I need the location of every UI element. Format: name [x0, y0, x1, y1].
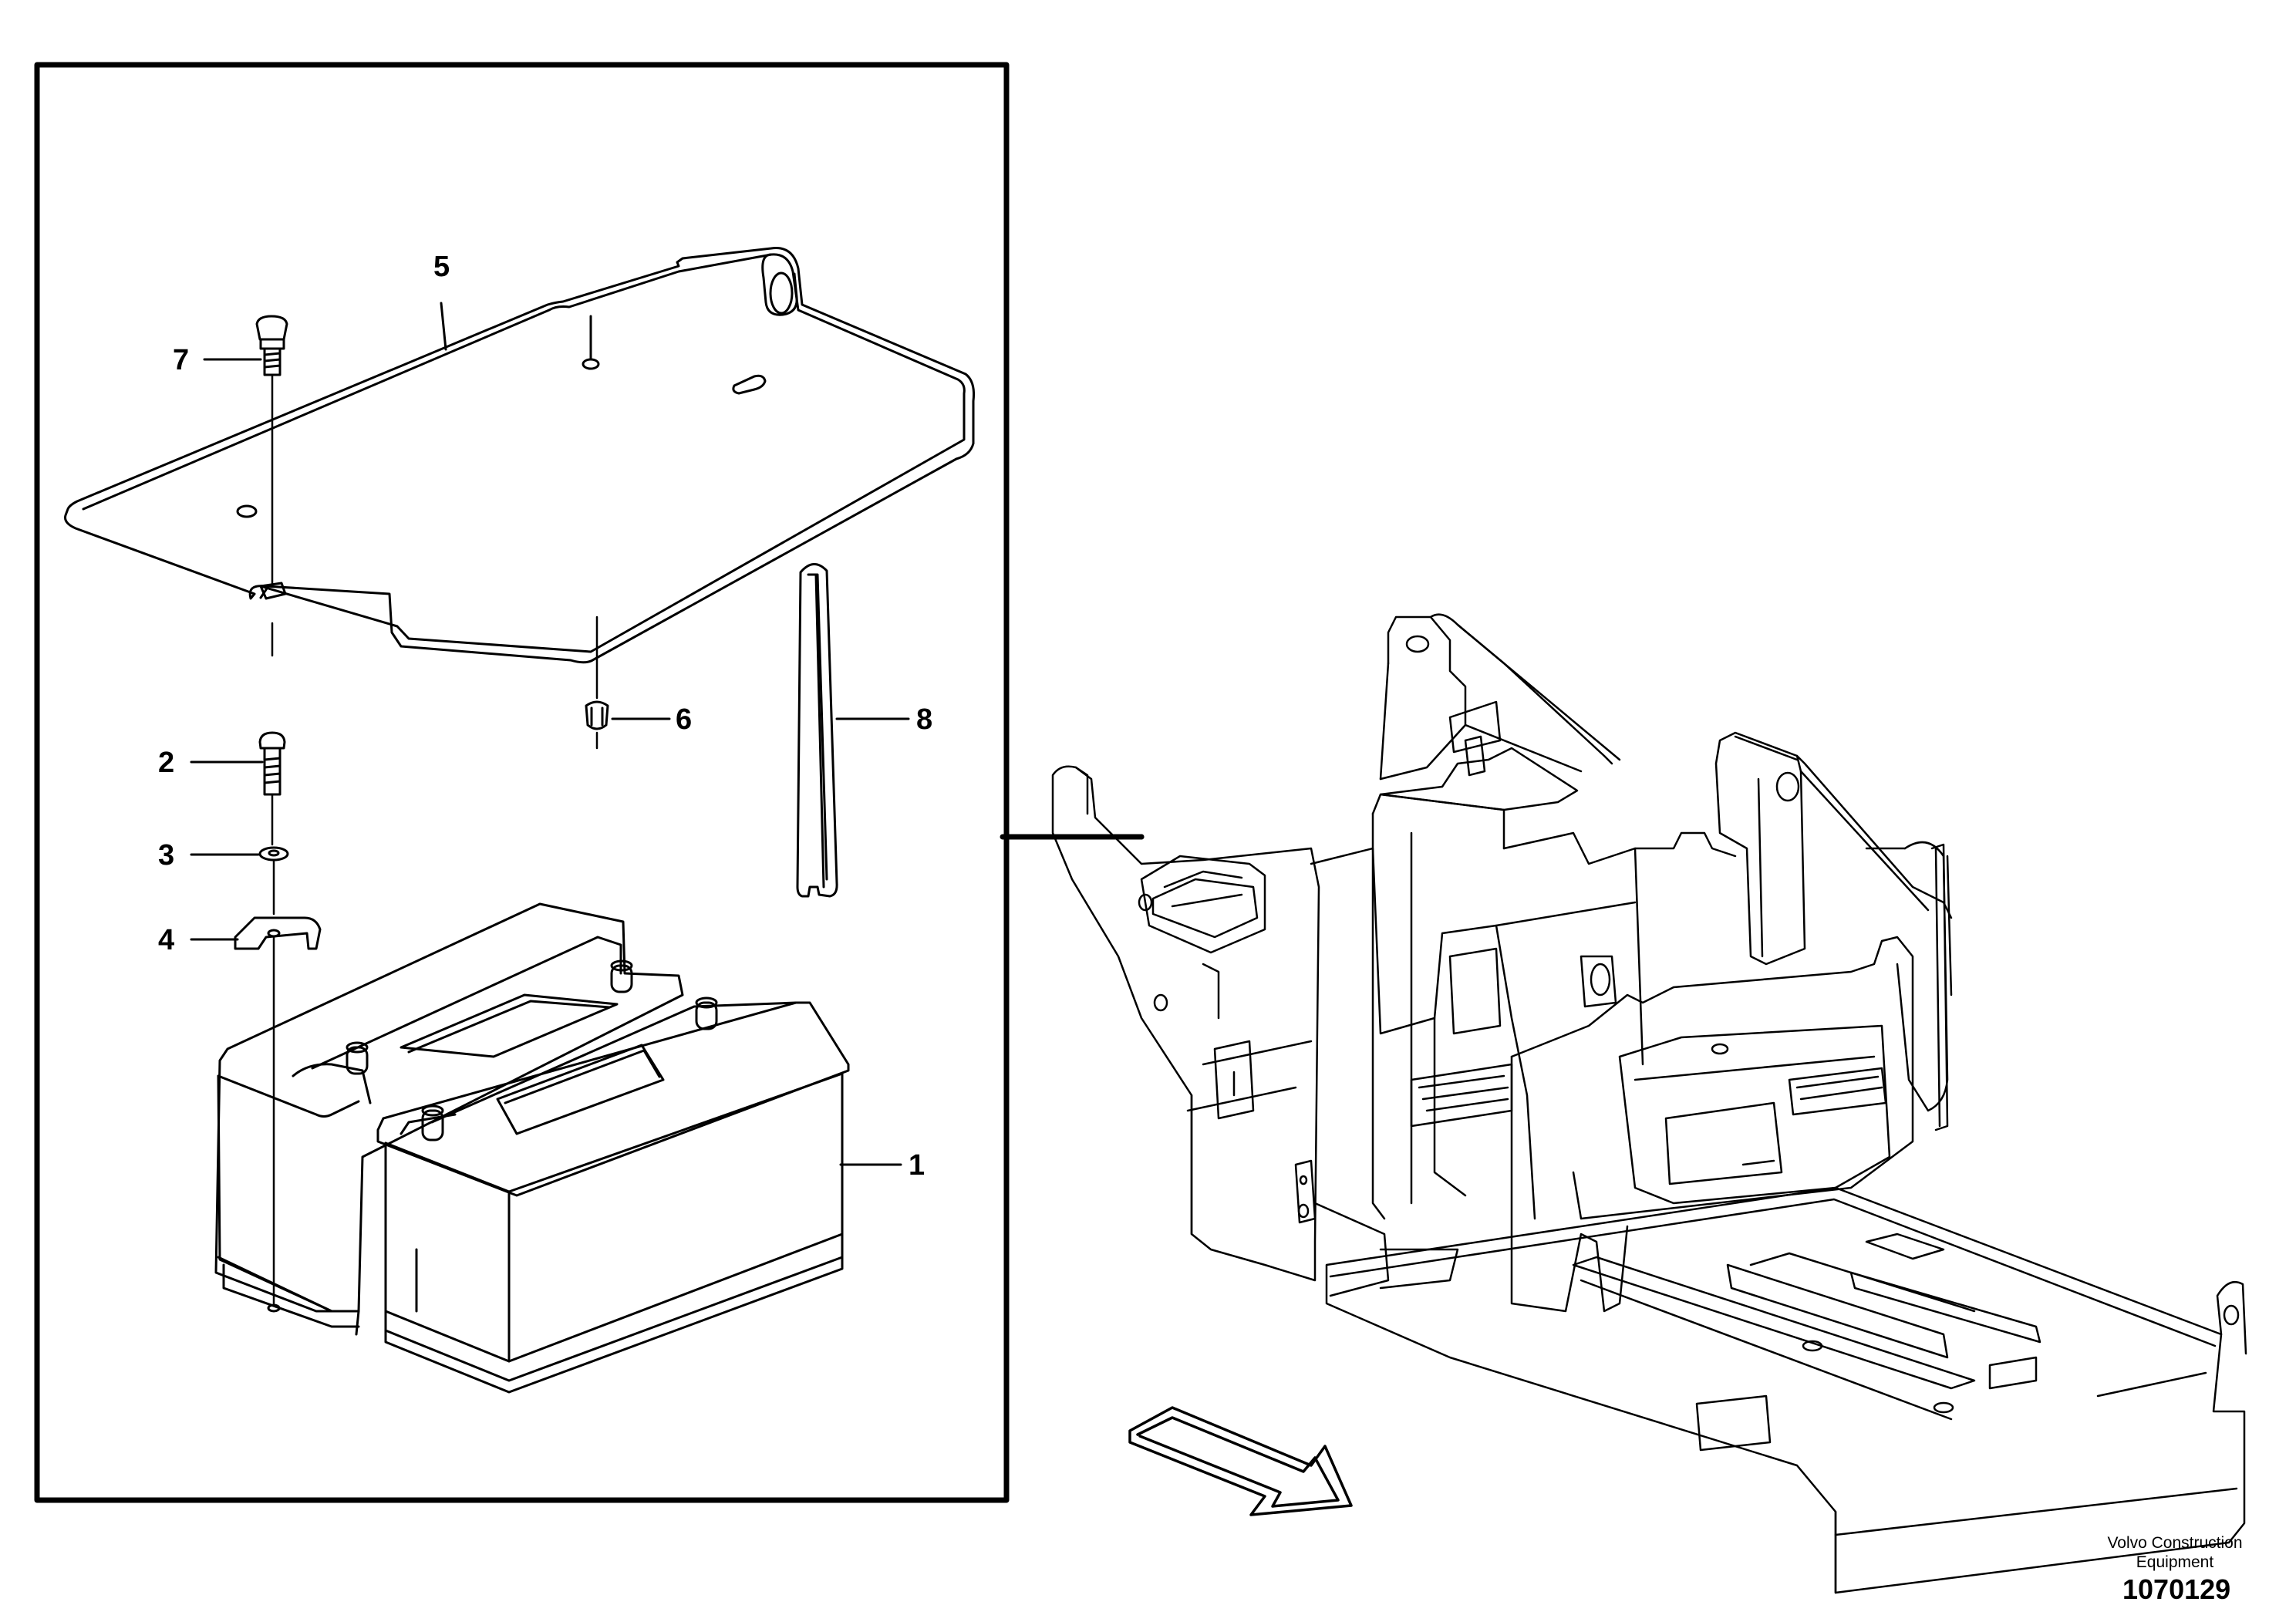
callout-2: 2	[158, 747, 175, 779]
company-name-line2: Equipment	[2136, 1553, 2214, 1571]
detail-leader	[1000, 834, 1145, 840]
callout-4: 4	[158, 924, 175, 956]
callout-6: 6	[676, 703, 693, 736]
battery-front	[376, 996, 850, 1394]
callout-1: 1	[909, 1149, 925, 1182]
machine-chassis-frame	[1051, 613, 2247, 1594]
callout-7: 7	[173, 344, 190, 376]
callout-3: 3	[158, 839, 175, 872]
nut-6	[585, 615, 609, 750]
callout-5: 5	[433, 251, 450, 283]
edge-trim-8	[796, 563, 838, 898]
battery-cover-plate	[64, 247, 975, 664]
callout-leaders	[190, 302, 910, 1166]
battery-rear	[214, 902, 684, 1336]
hold-down-hardware	[234, 731, 322, 1313]
detail-frame	[34, 62, 1145, 1503]
callout-8: 8	[916, 703, 933, 736]
drawing-number: 1070129	[2122, 1573, 2231, 1605]
forward-direction-arrow-icon	[1128, 1406, 1353, 1516]
company-name-line1: Volvo Construction	[2107, 1534, 2243, 1552]
bolt-7	[255, 315, 288, 657]
company-credit: Volvo Construction Equipment	[2098, 1533, 2252, 1572]
